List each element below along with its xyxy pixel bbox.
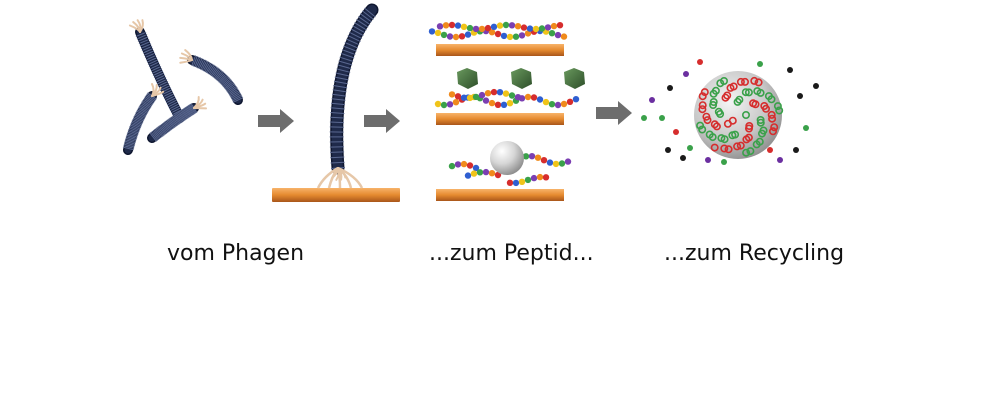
free-phages-group: [122, 19, 244, 155]
peptide-chain-icon: [428, 21, 580, 187]
caption-peptide: ...zum Peptid...: [429, 241, 594, 266]
recycling-particles: [641, 59, 819, 165]
phage-icon: [122, 83, 165, 155]
arrow-right-icon: [596, 101, 632, 125]
recycling-group: [641, 59, 819, 165]
bound-phage-group: [272, 3, 400, 202]
phage-icon: [316, 3, 379, 189]
caption-phage: vom Phagen: [167, 241, 305, 266]
peptide-surfaces-group: [428, 21, 585, 201]
bound-sphere-icon: [490, 141, 524, 175]
phage-icon: [179, 49, 244, 105]
substrate-surface: [436, 113, 564, 125]
substrate-surface: [436, 189, 564, 201]
caption-recycling: ...zum Recycling: [664, 241, 845, 266]
arrow-right-icon: [364, 109, 400, 133]
phage-icon: [329, 3, 379, 181]
phage-icon: [128, 19, 186, 123]
substrate-surface: [272, 188, 400, 202]
arrow-right-icon: [258, 109, 294, 133]
substrate-surface: [436, 44, 564, 56]
phage-icon: [147, 96, 207, 143]
hexagon-ligand-icon: [457, 68, 585, 89]
